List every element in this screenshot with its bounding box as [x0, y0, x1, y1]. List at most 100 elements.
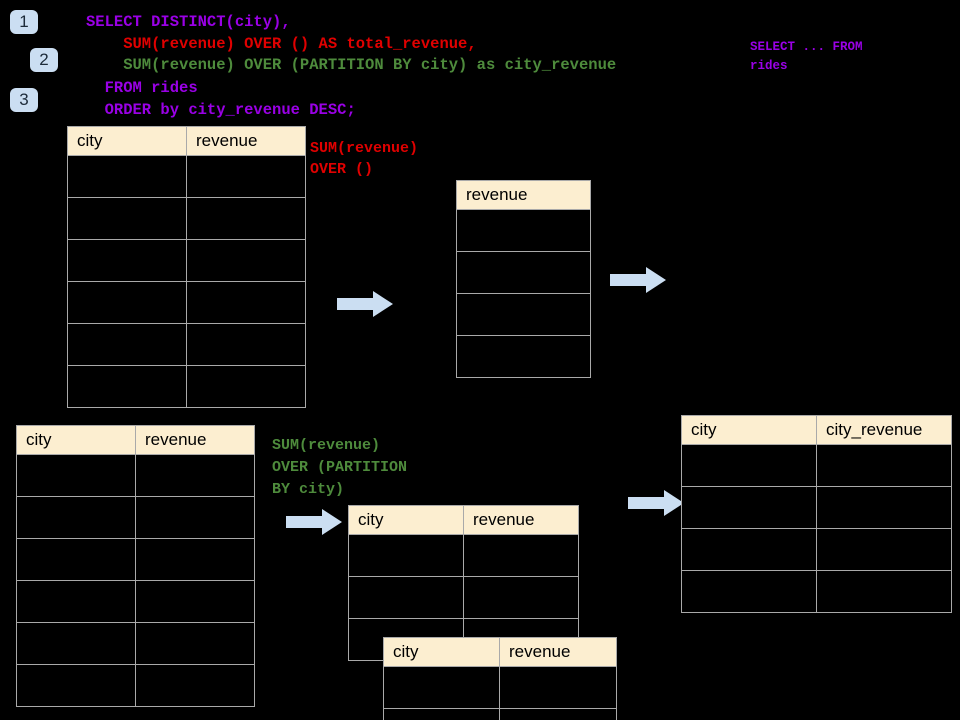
table-cell — [16, 454, 136, 497]
result-table: city city_revenue — [681, 415, 952, 613]
column-header-city-revenue: city_revenue — [816, 415, 952, 445]
table-cell — [816, 528, 952, 571]
table-cell — [135, 664, 255, 707]
column-header-city: city — [348, 505, 464, 535]
table-cell — [135, 496, 255, 539]
annotation-source-note: SELECT ... FROM rides — [750, 40, 863, 73]
arrow-right-4 — [628, 489, 684, 517]
table-row — [67, 365, 306, 408]
table-cell — [499, 666, 617, 709]
table-cell — [16, 496, 136, 539]
table-row — [16, 622, 255, 665]
annotation-total-revenue-note: SUM(revenue) OVER () — [310, 140, 419, 178]
table-row — [67, 323, 306, 366]
table-cell — [135, 622, 255, 665]
table-cell — [816, 444, 952, 487]
table-header-row: city revenue — [16, 425, 255, 455]
table-row — [456, 293, 591, 336]
table-row — [681, 570, 952, 613]
table-cell — [186, 281, 306, 324]
step-badge-2: 2 — [30, 48, 58, 72]
table-cell — [186, 239, 306, 282]
column-header-city: city — [681, 415, 817, 445]
table-cell — [681, 570, 817, 613]
table-cell — [348, 576, 464, 619]
table-cell — [67, 155, 187, 198]
table-cell — [135, 580, 255, 623]
table-body — [383, 666, 617, 720]
step-badge-1: 1 — [10, 10, 38, 34]
sql-line-order-by: ORDER by city_revenue DESC; — [86, 101, 356, 119]
table-row — [456, 251, 591, 294]
partition-table-front: city revenue — [383, 637, 617, 720]
arrow-right-icon — [337, 291, 393, 317]
column-header-city: city — [67, 126, 187, 156]
arrow-right-1 — [337, 290, 393, 318]
table-row — [67, 155, 306, 198]
table-cell — [681, 444, 817, 487]
table-cell — [456, 251, 591, 294]
table-header-row: city revenue — [383, 637, 617, 667]
table-cell — [67, 365, 187, 408]
table-cell — [67, 323, 187, 366]
arrow-right-2 — [610, 266, 666, 294]
table-body — [67, 155, 306, 408]
table-header-row: city city_revenue — [681, 415, 952, 445]
table-header-row: city revenue — [348, 505, 579, 535]
table-cell — [186, 155, 306, 198]
table-cell — [67, 197, 187, 240]
table-row — [16, 664, 255, 707]
column-header-revenue: revenue — [456, 180, 591, 210]
table-cell — [816, 486, 952, 529]
table-row — [67, 239, 306, 282]
column-header-revenue: revenue — [463, 505, 579, 535]
table-cell — [16, 664, 136, 707]
arrow-right-icon — [610, 267, 666, 293]
table-header-row: revenue — [456, 180, 591, 210]
table-header-row: city revenue — [67, 126, 306, 156]
column-header-revenue: revenue — [186, 126, 306, 156]
rides-table-top: city revenue — [67, 126, 306, 408]
annotation-city-revenue-note: SUM(revenue) OVER (PARTITION BY city) — [272, 437, 408, 498]
table-cell — [67, 281, 187, 324]
table-cell — [16, 622, 136, 665]
table-cell — [681, 486, 817, 529]
table-cell — [463, 534, 579, 577]
column-header-revenue: revenue — [499, 637, 617, 667]
sql-line-from: FROM rides — [86, 79, 198, 97]
sql-line-city-revenue: SUM(revenue) OVER (PARTITION BY city) as… — [86, 56, 617, 74]
table-body — [456, 209, 591, 378]
table-row — [456, 209, 591, 252]
table-row — [16, 580, 255, 623]
arrow-right-icon — [628, 490, 684, 516]
arrow-right-icon — [286, 509, 342, 535]
table-row — [67, 197, 306, 240]
table-cell — [383, 708, 500, 720]
table-cell — [456, 335, 591, 378]
table-cell — [383, 666, 500, 709]
rides-table-bottom: city revenue — [16, 425, 255, 707]
table-cell — [456, 293, 591, 336]
table-row — [681, 486, 952, 529]
table-body — [16, 454, 255, 707]
table-cell — [16, 538, 136, 581]
table-cell — [186, 197, 306, 240]
table-row — [16, 496, 255, 539]
table-cell — [463, 576, 579, 619]
table-row — [348, 534, 579, 577]
table-row — [383, 708, 617, 720]
table-row — [383, 666, 617, 709]
table-cell — [67, 239, 187, 282]
table-row — [16, 538, 255, 581]
table-row — [681, 444, 952, 487]
table-row — [456, 335, 591, 378]
arrow-right-3 — [286, 508, 342, 536]
table-cell — [456, 209, 591, 252]
table-cell — [681, 528, 817, 571]
table-cell — [816, 570, 952, 613]
sql-line-total-revenue: SUM(revenue) OVER () AS total_revenue, — [86, 34, 477, 53]
column-header-city: city — [383, 637, 500, 667]
step-badge-3: 3 — [10, 88, 38, 112]
sql-line-select: SELECT DISTINCT(city), — [86, 13, 291, 31]
